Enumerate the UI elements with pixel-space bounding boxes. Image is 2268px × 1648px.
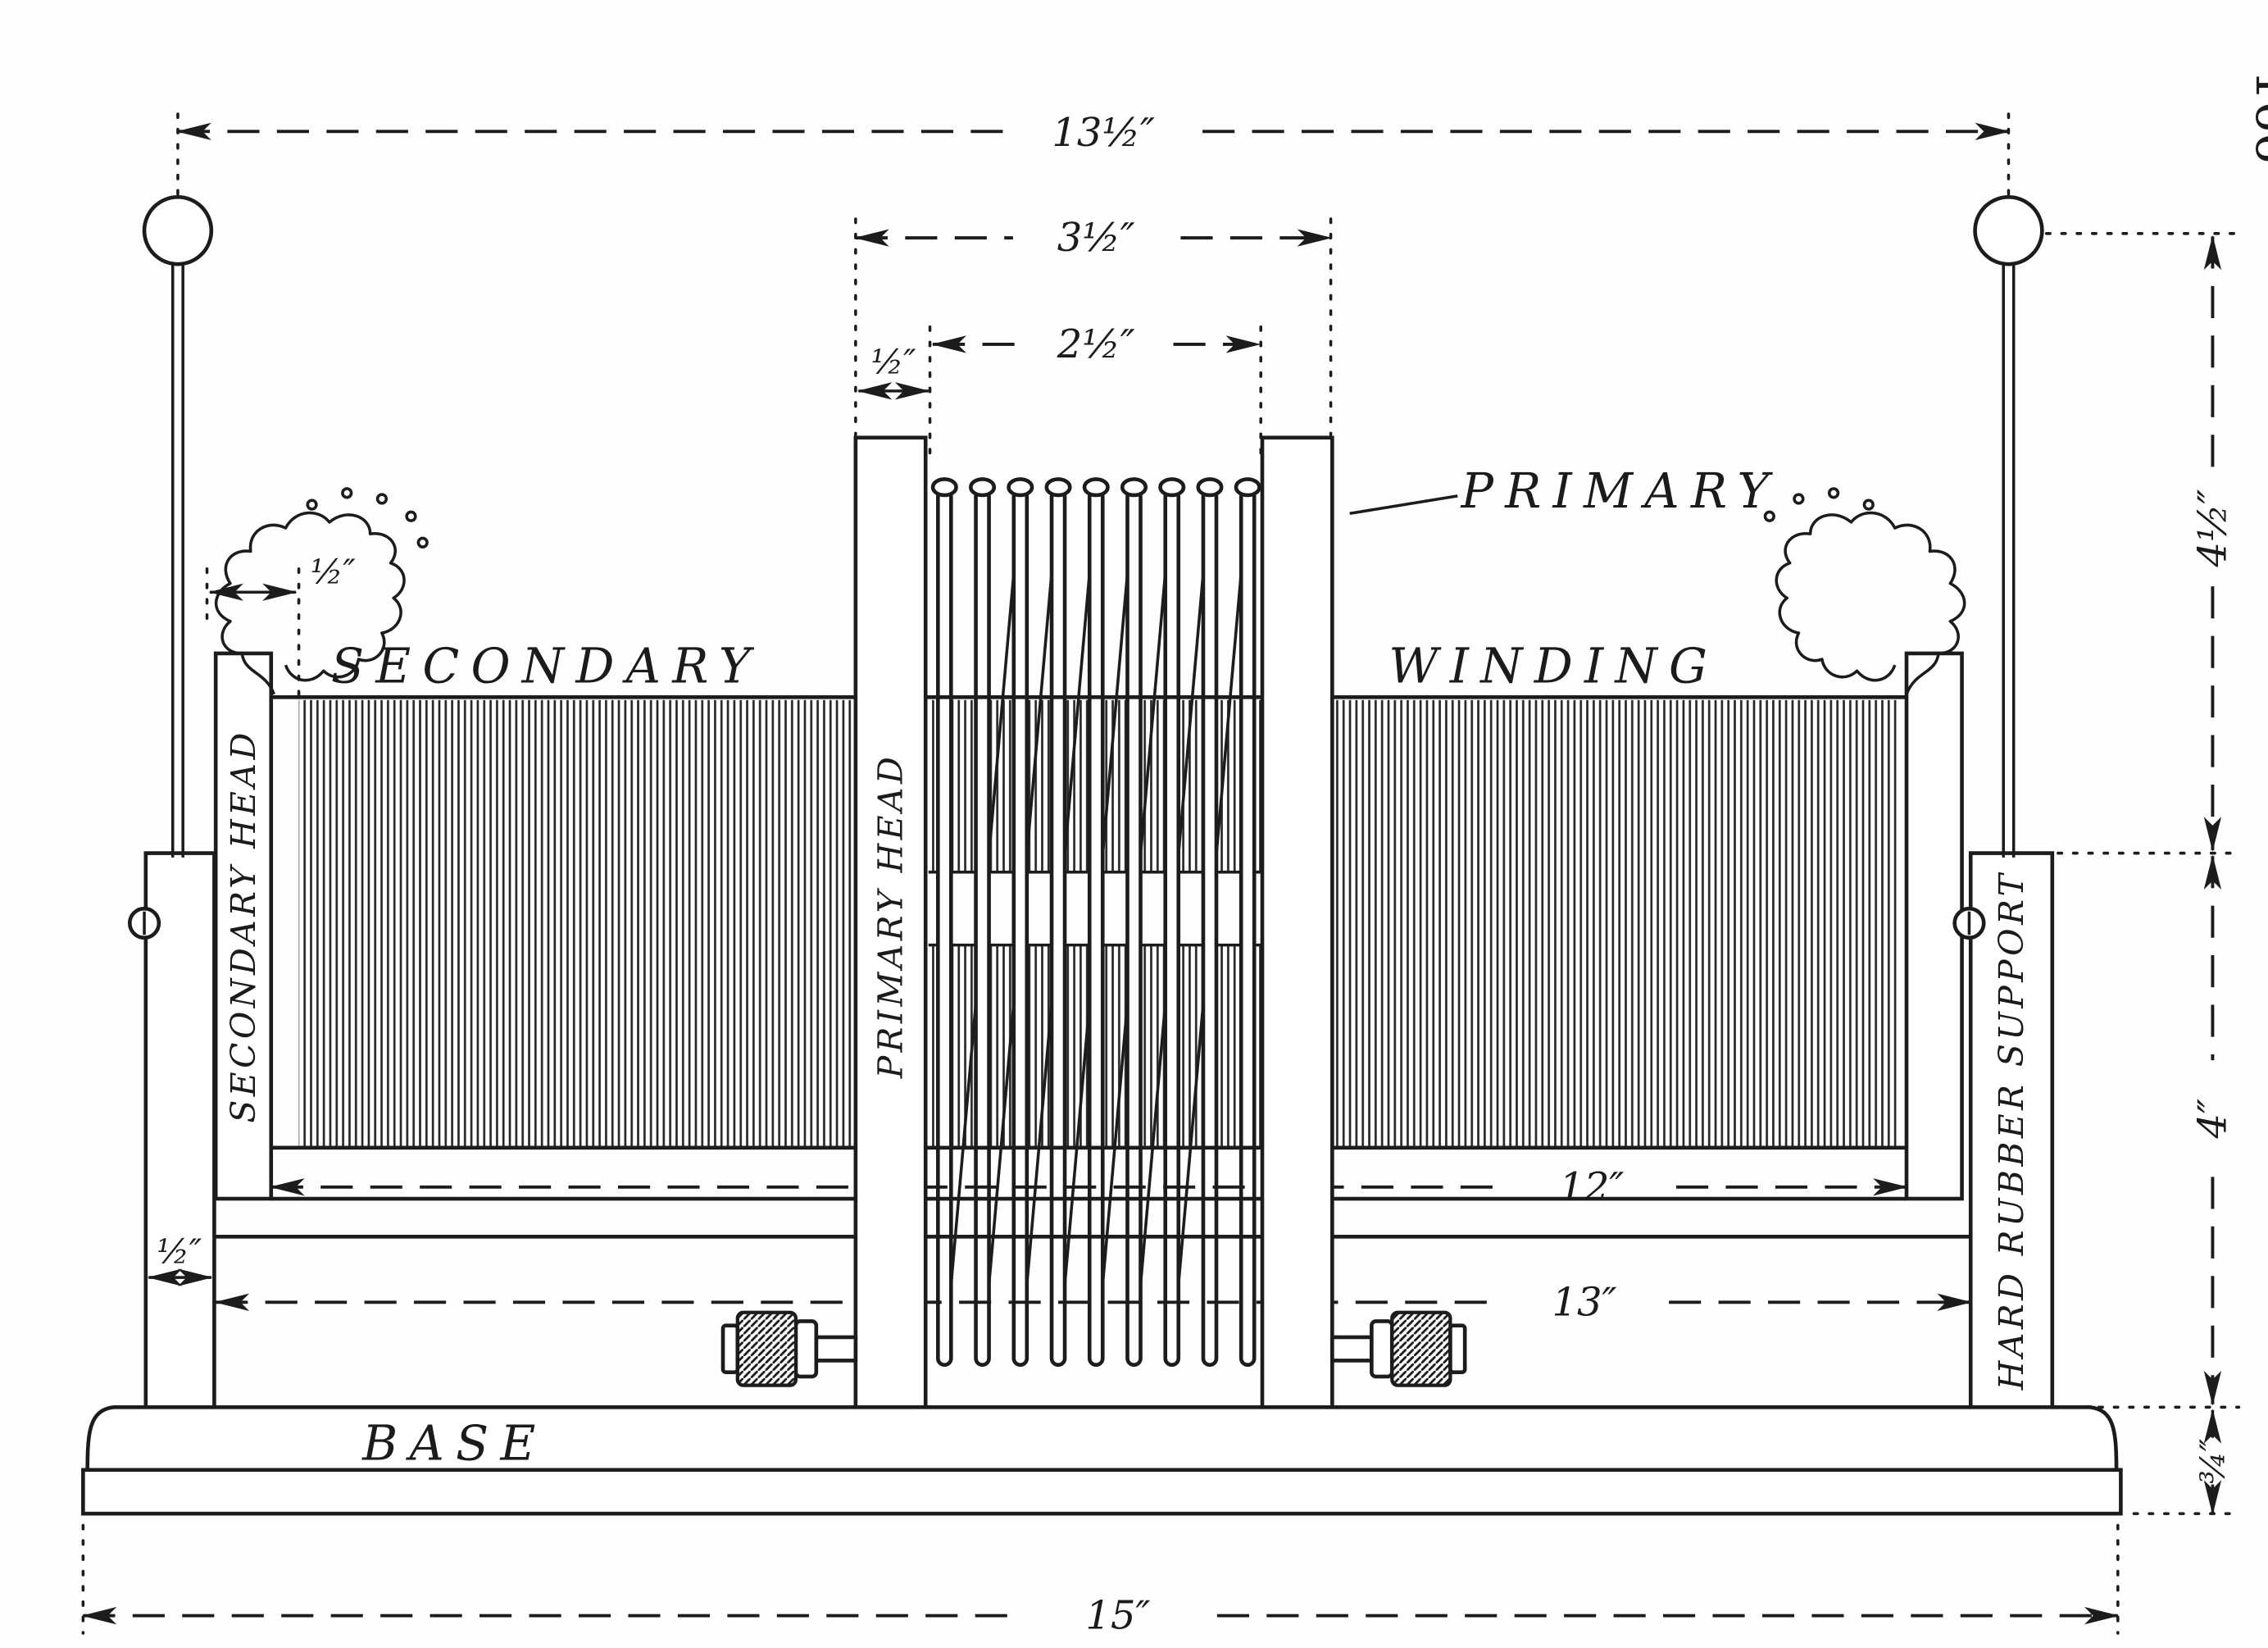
label-secondary-head: SECONDARY HEAD (224, 729, 263, 1122)
right-terminal-rod (2002, 264, 2016, 858)
dim-label-winding-height: 4″ (2189, 1099, 2235, 1140)
dim-support-thickness: ½″ (147, 1231, 216, 1322)
dim-primary-core-width: 2½″ (928, 321, 1262, 457)
right-wire-break (1763, 487, 1966, 695)
secondary-winding-right (1332, 699, 1898, 1148)
dim-base-length: 15″ (81, 1523, 2120, 1639)
dim-overall-width: 13½″ (176, 110, 2011, 196)
left-binding-post (720, 1310, 858, 1387)
secondary-head-right (1904, 651, 1964, 1201)
dim-secondary-head-thickness: ½″ (205, 553, 357, 699)
primary-winding (928, 477, 1261, 1368)
label-hard-rubber-support: HARD RUBBER SUPPORT (1992, 871, 2031, 1391)
dim-terminal-height: 4½″ (2044, 232, 2241, 855)
dim-label-base-thickness: ¾″ (2193, 1438, 2232, 1484)
page-number: 166 (2244, 70, 2268, 164)
secondary-winding-left (298, 699, 856, 1148)
primary-head-right (1260, 435, 1334, 1409)
dim-label-support-thickness: ½″ (157, 1231, 202, 1271)
dim-primary-head-thickness: ½″ (857, 343, 930, 400)
label-primary: PRIMARY (1460, 463, 1780, 519)
primary-turns (930, 477, 1261, 1368)
secondary-head-left: SECONDARY HEAD (213, 651, 274, 1201)
dim-primary-width: 3½″ (854, 215, 1333, 436)
label-base: BASE (361, 1415, 547, 1471)
left-terminal-ball (142, 195, 214, 266)
dim-label-primary-width: 3½″ (1057, 215, 1135, 261)
dim-label-tube-length: 12″ (1559, 1164, 1624, 1210)
left-support (127, 851, 216, 1409)
left-wire-break (214, 487, 429, 695)
dim-winding-height: 4″ (2097, 854, 2241, 1409)
dim-label-overall-width: 13½″ (1052, 110, 1155, 156)
base: BASE (81, 1404, 2123, 1516)
primary-callout: PRIMARY (1349, 463, 1780, 519)
dim-label-primary-core-width: 2½″ (1057, 321, 1135, 367)
right-support: HARD RUBBER SUPPORT (1952, 851, 2055, 1409)
label-winding: WINDING (1389, 639, 1719, 694)
dim-base-thickness: ¾″ (2132, 1409, 2241, 1515)
left-binding-post-knob (735, 1310, 798, 1387)
left-terminal-rod (170, 264, 184, 858)
dim-label-base-length: 15″ (1085, 1593, 1150, 1639)
coil-tube (214, 694, 1971, 1239)
right-binding-post (1330, 1310, 1467, 1387)
label-primary-head: PRIMARY HEAD (871, 753, 911, 1080)
right-terminal-ball (1973, 195, 2044, 266)
dim-label-primary-head-thickness: ½″ (871, 343, 917, 382)
dim-label-secondary-head-thickness: ½″ (311, 553, 357, 592)
primary-head-left: PRIMARY HEAD (853, 435, 928, 1409)
label-secondary: SECONDARY (331, 639, 762, 694)
dim-label-terminal-height: 4½″ (2189, 489, 2235, 567)
right-binding-post-knob (1390, 1310, 1452, 1387)
dim-label-between-supports: 13″ (1552, 1279, 1616, 1325)
